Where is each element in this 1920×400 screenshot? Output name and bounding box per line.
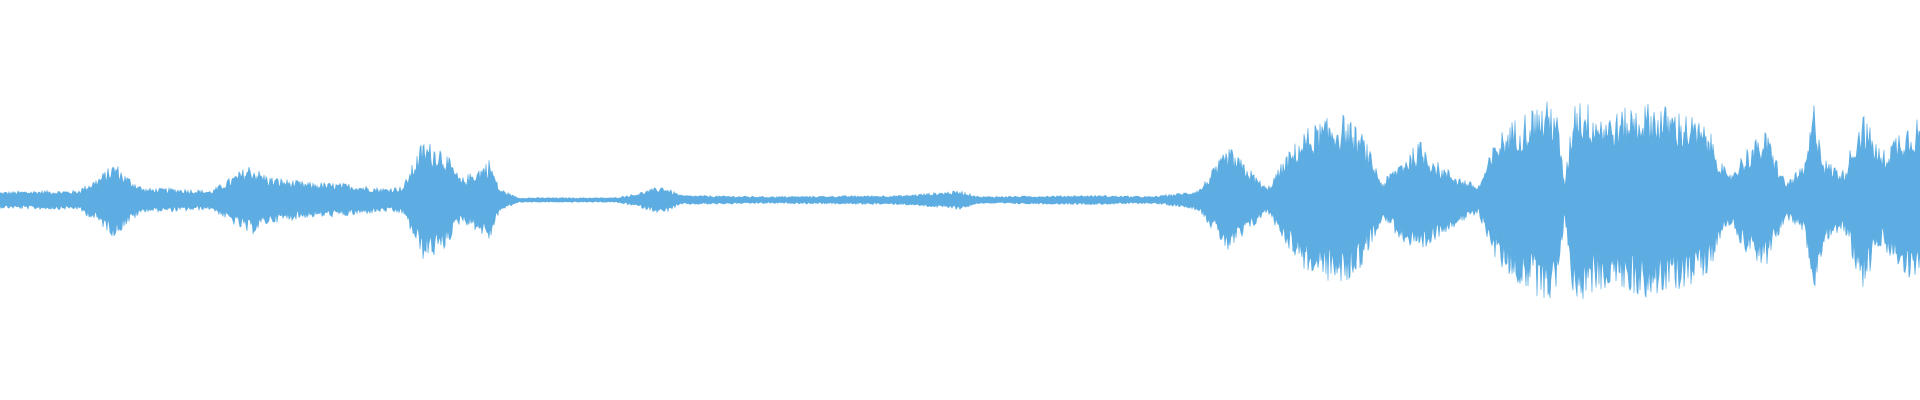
waveform-path bbox=[0, 101, 1920, 300]
